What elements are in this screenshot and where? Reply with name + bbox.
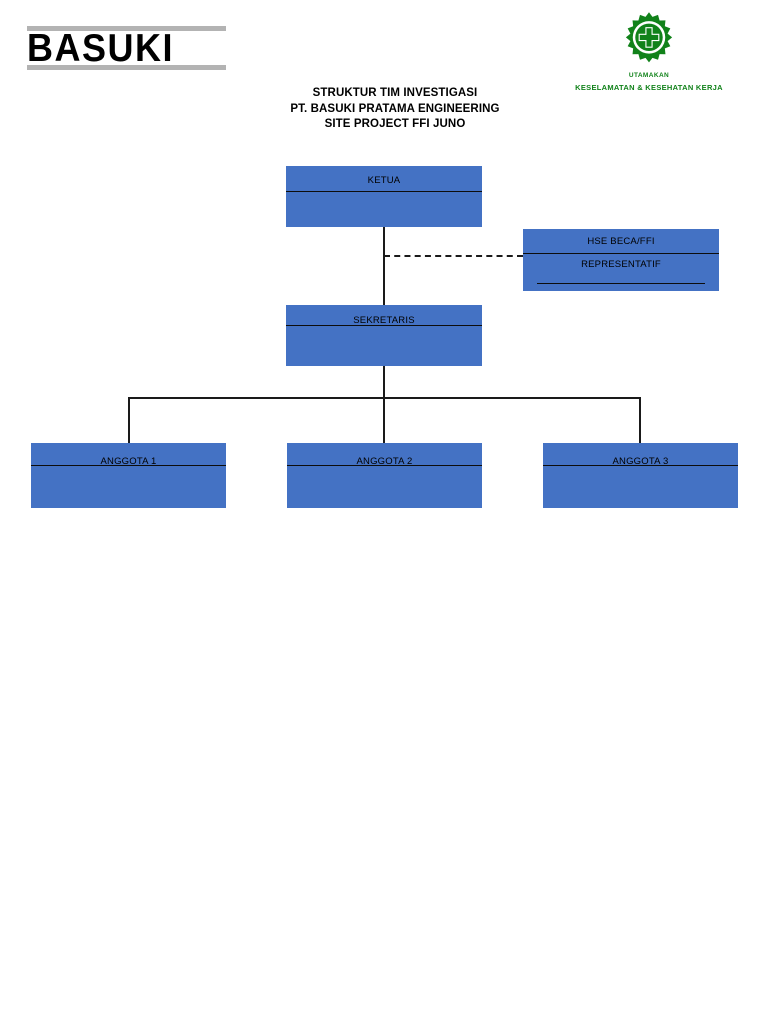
connector-drop-anggota-1 xyxy=(128,397,130,443)
org-node-hse-rule-top xyxy=(523,253,719,254)
org-node-ketua-label: KETUA xyxy=(367,175,401,186)
org-node-hse-rule-bottom xyxy=(537,283,705,284)
k3-text-line2: KESELAMATAN & KESEHATAN KERJA xyxy=(575,83,723,92)
org-node-anggota-3-rule xyxy=(543,465,738,466)
org-node-anggota-2-label: ANGGOTA 2 xyxy=(356,456,413,467)
org-node-anggota-1-label: ANGGOTA 1 xyxy=(100,456,157,467)
org-node-sekretaris-label: SEKRETARIS xyxy=(353,315,415,326)
org-node-ketua[interactable]: KETUA xyxy=(286,166,482,227)
org-node-hse-label: HSE BECA/FFI xyxy=(587,236,655,247)
connector-drop-anggota-2 xyxy=(383,397,385,443)
k3-safety-logo: UTAMAKAN KESELAMATAN & KESEHATAN KERJA xyxy=(561,4,737,104)
org-node-anggota-1-rule xyxy=(31,465,226,466)
org-node-anggota-3[interactable]: ANGGOTA 3 xyxy=(543,443,738,508)
org-node-ketua-rule xyxy=(286,191,482,192)
chart-title: STRUKTUR TIM INVESTIGASI PT. BASUKI PRAT… xyxy=(190,86,600,133)
connector-drop-anggota-3 xyxy=(639,397,641,443)
org-node-sekretaris[interactable]: SEKRETARIS xyxy=(286,305,482,366)
org-node-hse-representative[interactable]: HSE BECA/FFI REPRESENTATIF xyxy=(523,229,719,291)
logo-bar-top xyxy=(27,26,226,31)
connector-dashed-ketua-to-hse xyxy=(384,255,523,257)
title-line-3: SITE PROJECT FFI JUNO xyxy=(324,118,466,130)
title-line-1: STRUKTUR TIM INVESTIGASI xyxy=(312,87,478,99)
org-node-hse-label-secondary: REPRESENTATIF xyxy=(581,259,661,270)
org-node-anggota-2[interactable]: ANGGOTA 2 xyxy=(287,443,482,508)
k3-text-line1: UTAMAKAN xyxy=(628,72,670,79)
title-line-2: PT. BASUKI PRATAMA ENGINEERING xyxy=(290,102,500,115)
org-node-anggota-3-label: ANGGOTA 3 xyxy=(612,456,669,467)
org-node-sekretaris-rule xyxy=(286,325,482,326)
basuki-company-logo: BASUKI xyxy=(27,26,226,70)
logo-bar-bottom xyxy=(27,65,226,70)
connector-ketua-to-sekretaris xyxy=(383,227,385,305)
org-node-anggota-2-rule xyxy=(287,465,482,466)
org-node-anggota-1[interactable]: ANGGOTA 1 xyxy=(31,443,226,508)
basuki-wordmark: BASUKI xyxy=(27,25,175,70)
gear-cross-icon xyxy=(561,10,737,66)
connector-sekretaris-trunk xyxy=(383,366,385,399)
